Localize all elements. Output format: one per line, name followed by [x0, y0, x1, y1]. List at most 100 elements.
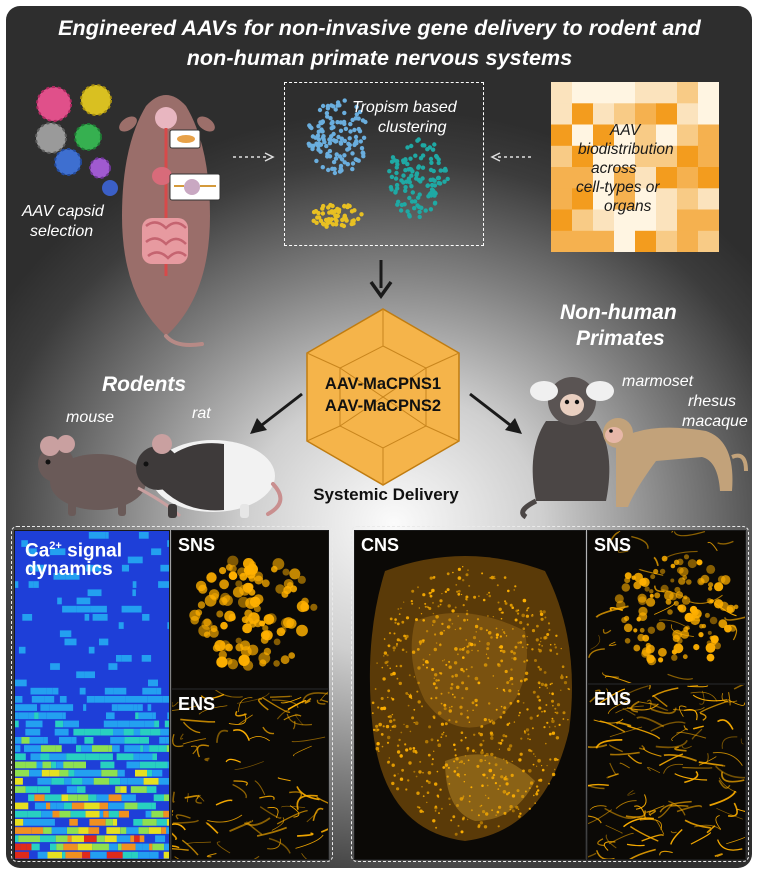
calcium-trace-segment [71, 778, 78, 785]
fluorescent-cell [453, 696, 456, 699]
cluster-dot [315, 215, 320, 220]
fluorescent-fiber [654, 601, 676, 615]
fluorescent-cell [532, 763, 535, 766]
calcium-trace-segment [138, 851, 150, 859]
cluster-dot [332, 166, 337, 172]
fluorescent-cell [418, 607, 420, 609]
fluorescent-fiber [204, 757, 210, 762]
fluorescent-fiber [654, 585, 665, 593]
fluorescent-fiber [238, 714, 253, 725]
cluster-dot [435, 175, 441, 181]
fluorescent-cell [494, 782, 497, 785]
fluorescent-cell [416, 648, 420, 651]
heatmap-cell [593, 230, 615, 252]
primate-panels-group [351, 526, 749, 862]
fluorescent-cell [389, 667, 391, 670]
fluorescent-cell [497, 601, 500, 604]
fluorescent-fiber [615, 800, 637, 809]
fluorescent-fiber [291, 736, 326, 743]
cluster-dot [405, 161, 410, 167]
calcium-trace-segment [117, 720, 123, 728]
fluorescent-fiber [616, 721, 632, 727]
calcium-trace-segment [155, 835, 166, 843]
calcium-trace-segment [134, 704, 138, 711]
cluster-dot [329, 217, 334, 222]
fluorescent-cell [464, 736, 467, 739]
calcium-trace-segment [15, 802, 29, 810]
fluorescent-fiber [316, 796, 328, 804]
calcium-trace-segment [15, 737, 22, 744]
cluster-dot [359, 212, 364, 217]
fluorescent-cell [413, 708, 416, 711]
fluorescent-cell [693, 644, 700, 651]
calcium-trace-segment [15, 843, 21, 851]
rodent-sns-image: SNS [171, 530, 329, 689]
heatmap-cell [551, 167, 573, 189]
fluorescent-cell [468, 584, 471, 587]
fluorescent-cell [523, 660, 526, 663]
fluorescent-cell [526, 708, 529, 711]
fluorescent-cell [474, 698, 478, 703]
fluorescent-cell [408, 674, 411, 677]
cluster-dot [434, 153, 439, 159]
fluorescent-cell [394, 621, 397, 624]
calcium-trace-segment [50, 663, 60, 670]
fluorescent-cell [481, 749, 484, 751]
fluorescent-cell [490, 575, 495, 580]
cluster-dot [316, 129, 321, 134]
cluster-dot [356, 216, 361, 222]
heatmap-cell [572, 145, 594, 168]
fluorescent-cell [546, 687, 549, 689]
fluorescent-fiber [595, 850, 615, 859]
fluorescent-fiber [726, 836, 745, 845]
cluster-dot [310, 134, 316, 139]
fluorescent-cell [522, 598, 527, 603]
calcium-trace-segment [40, 835, 56, 843]
fluorescent-fiber [256, 826, 288, 837]
cluster-dot [338, 163, 344, 169]
calcium-trace-segment [99, 753, 113, 761]
calcium-trace-segment [133, 753, 140, 761]
fluorescent-cell [262, 625, 269, 632]
fluorescent-cell [483, 825, 488, 829]
fluorescent-fiber [280, 697, 302, 704]
fluorescent-cell [433, 647, 437, 652]
heatmap-cell [635, 209, 657, 232]
cluster-dot [330, 222, 336, 227]
fluorescent-cell [535, 638, 539, 642]
calcium-trace-segment [132, 581, 137, 588]
fluorescent-cell [494, 763, 498, 767]
fluorescent-cell [409, 730, 412, 733]
calcium-trace-segment [108, 745, 113, 752]
fluorescent-cell [405, 651, 408, 653]
fluorescent-fiber [172, 701, 179, 707]
fluorescent-fiber [215, 799, 233, 806]
fluorescent-cell [567, 719, 569, 721]
fluorescent-cell [524, 671, 529, 675]
calcium-trace-segment [15, 704, 23, 711]
fluorescent-cell [387, 689, 391, 693]
calcium-trace-segment [117, 843, 122, 851]
calcium-trace-segment [104, 696, 114, 703]
fluorescent-cell [536, 624, 539, 628]
calcium-trace-segment [153, 794, 165, 802]
fluorescent-cell [399, 777, 404, 781]
fluorescent-cell [389, 719, 393, 723]
fluorescent-cell [469, 642, 474, 647]
fluorescent-cell [486, 784, 489, 787]
fluorescent-cell [486, 642, 490, 646]
fluorescent-cell [450, 705, 453, 708]
fluorescent-cell [429, 576, 433, 580]
cluster-dot [353, 157, 358, 162]
fluorescent-cell [506, 793, 508, 796]
cluster-dot [331, 138, 337, 143]
fluorescent-cell [453, 661, 458, 665]
calcium-trace-segment [33, 581, 39, 588]
calcium-trace-segment [84, 802, 100, 810]
fluorescent-cell [451, 609, 455, 613]
calcium-trace-segment [77, 843, 93, 851]
calcium-dynamics-heatmap: Ca2+ signal dynamics [14, 530, 170, 860]
fluorescent-cell [460, 739, 463, 742]
cluster-dot [335, 120, 340, 125]
cluster-dot [331, 159, 337, 165]
